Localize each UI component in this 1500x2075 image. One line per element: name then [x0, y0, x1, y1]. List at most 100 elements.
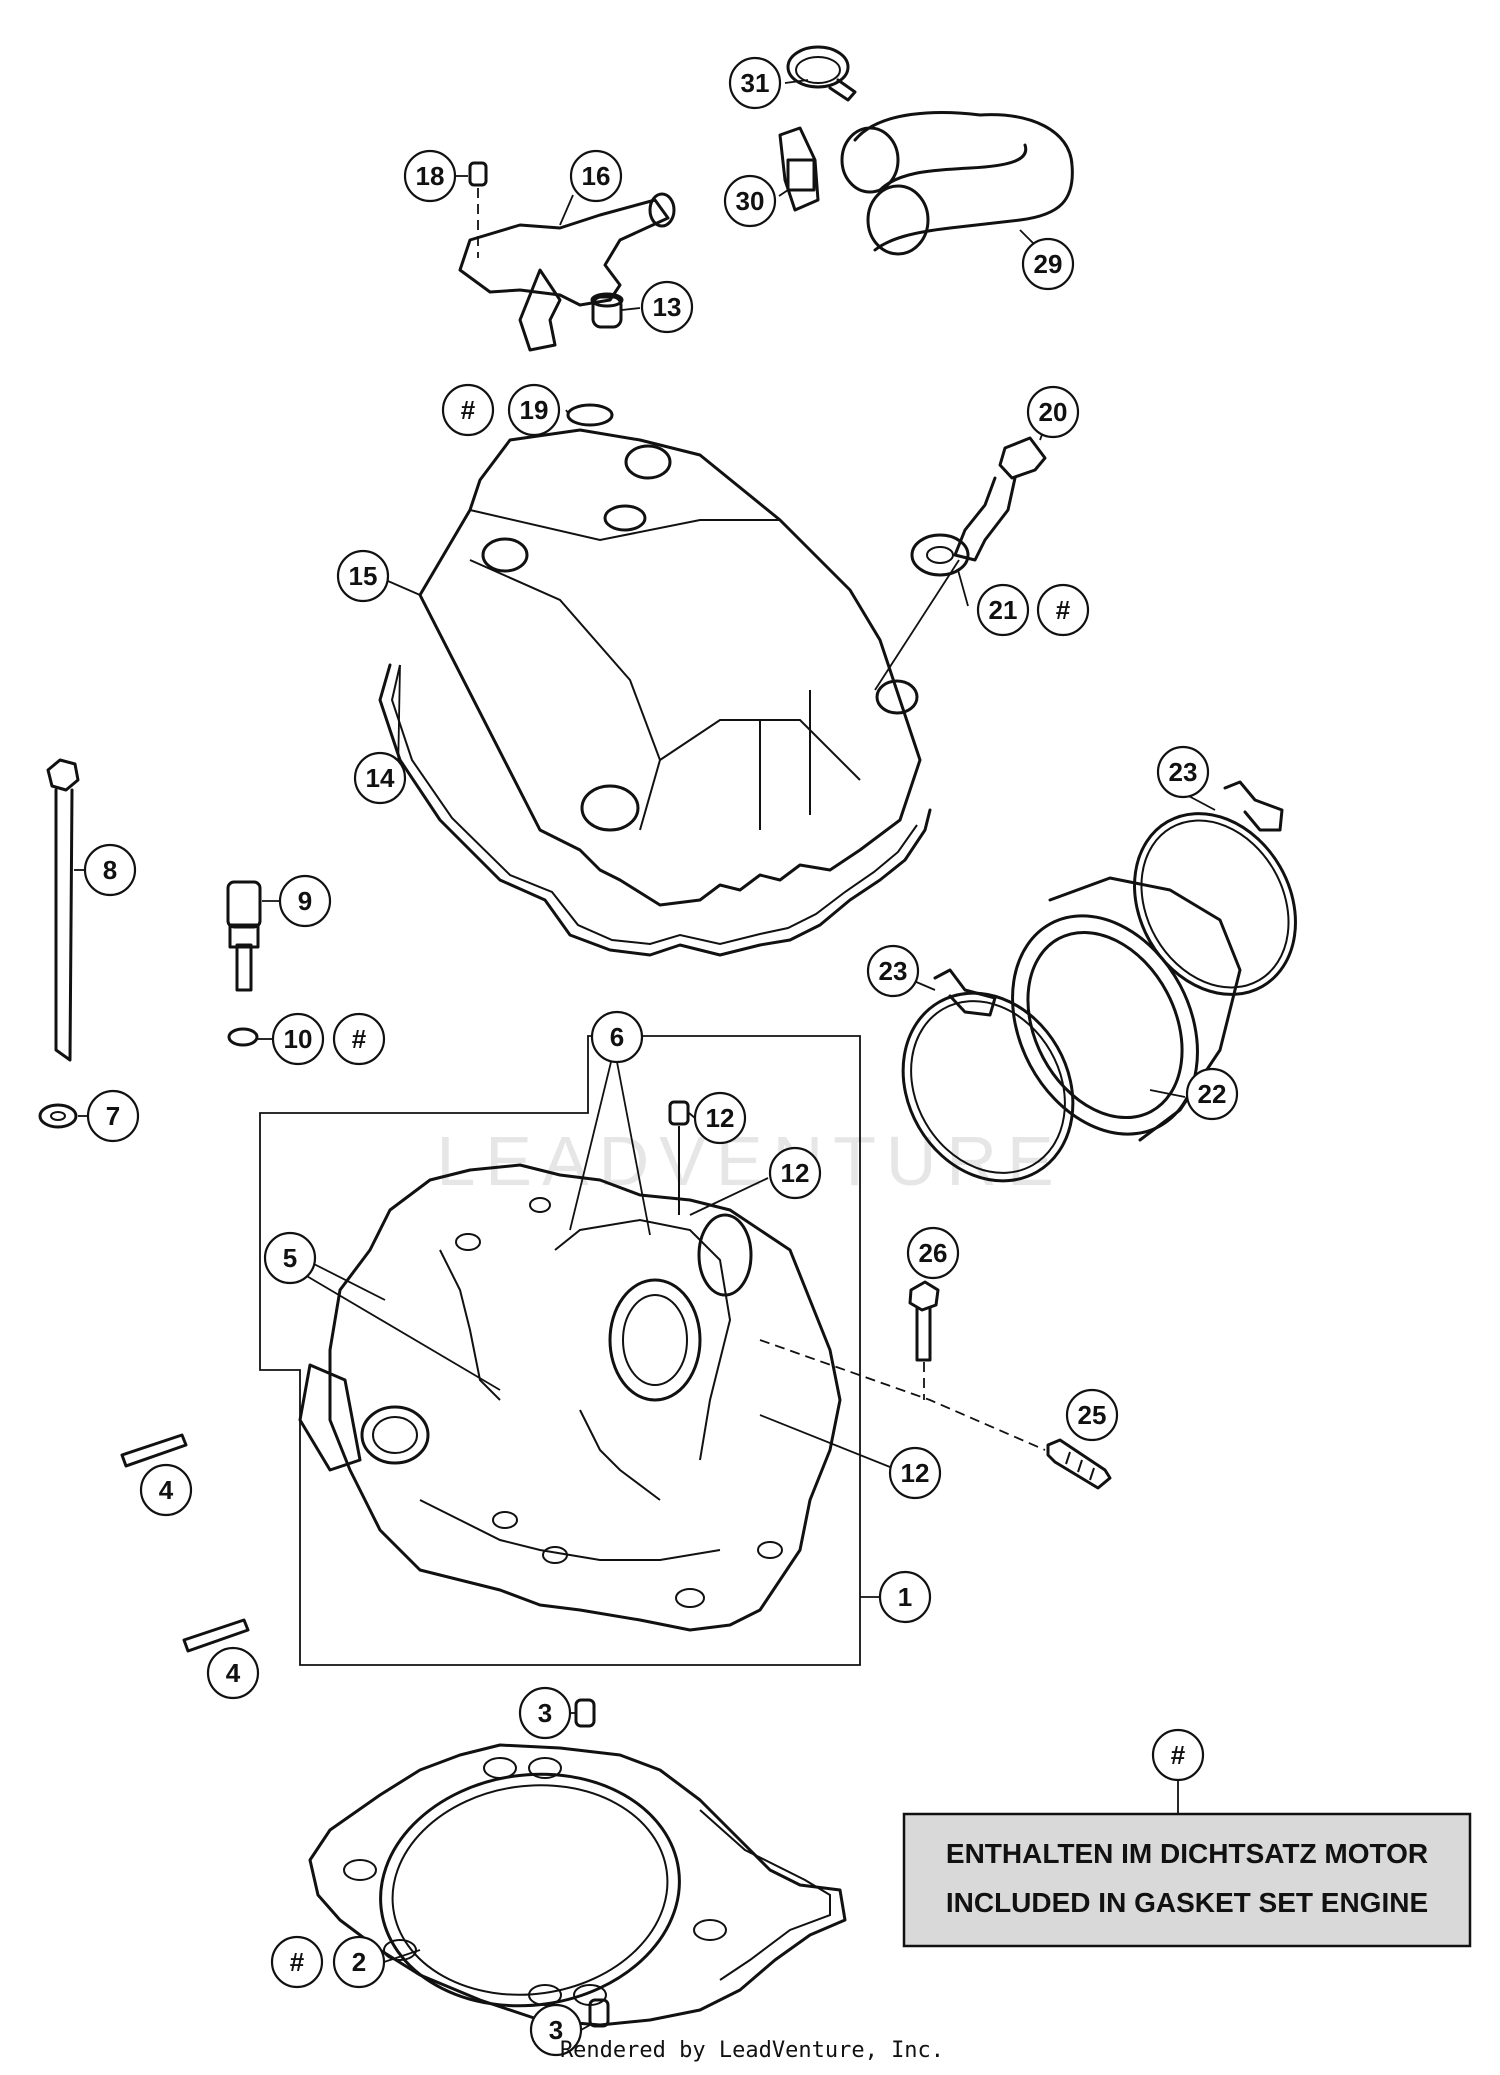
- legend-line-english: INCLUDED IN GASKET SET ENGINE: [946, 1887, 1428, 1918]
- part-intake-flange-22: [1011, 876, 1242, 1142]
- callout-15[interactable]: 15: [336, 549, 390, 603]
- part-dowel-pin-4-upper: [120, 1433, 188, 1468]
- callout-gasket-set-marker-21-label: #: [1056, 595, 1071, 625]
- watermark-text: LEADVENTURE: [436, 1122, 1063, 1200]
- callout-6[interactable]: 6: [590, 1010, 644, 1064]
- part-thermostat-housing-16: [458, 192, 676, 352]
- callout-31-label: 31: [741, 68, 770, 98]
- legend-box: [902, 1812, 1472, 1948]
- callout-18[interactable]: 18: [403, 149, 457, 203]
- part-sensor-30: [778, 126, 820, 212]
- watermark: LEADVENTURE: [436, 1122, 1063, 1200]
- callout-15-label: 15: [349, 561, 378, 591]
- callout-8[interactable]: 8: [83, 843, 137, 897]
- part-head-gasket-2: [308, 1743, 847, 2027]
- callout-26-label: 26: [919, 1238, 948, 1268]
- part-dowel-pin-4-lower: [182, 1618, 250, 1653]
- callout-16-label: 16: [582, 161, 611, 191]
- callout-26[interactable]: 26: [906, 1226, 960, 1280]
- callout-19[interactable]: 19: [507, 383, 561, 437]
- part-screw-26: [908, 1280, 940, 1362]
- callout-30[interactable]: 30: [723, 174, 777, 228]
- callout-23-upper[interactable]: 23: [1156, 745, 1210, 799]
- callout-20-label: 20: [1039, 397, 1068, 427]
- callout-22[interactable]: 22: [1185, 1067, 1239, 1121]
- callout-gasket-set-marker-10-label: #: [352, 1024, 367, 1054]
- callout-25-label: 25: [1078, 1400, 1107, 1430]
- part-washer-21: [910, 533, 970, 577]
- callout-21[interactable]: 21: [976, 583, 1030, 637]
- part-valve-cap-12-top: [668, 1100, 690, 1215]
- part-valve-cover-15: [418, 428, 922, 907]
- part-cylinder-head-1: [298, 1163, 842, 1632]
- callout-gasket-set-marker-legend-label: #: [1171, 1740, 1186, 1770]
- part-plug-13: [590, 292, 624, 329]
- part-dowel-3-upper: [574, 1698, 596, 1728]
- callout-16[interactable]: 16: [569, 149, 623, 203]
- callout-gasket-set-marker-2-label: #: [290, 1947, 305, 1977]
- callout-13-label: 13: [653, 292, 682, 322]
- callout-19-label: 19: [520, 395, 549, 425]
- callout-3-lower-label: 3: [549, 2015, 563, 2045]
- callout-10[interactable]: 10: [271, 1012, 325, 1066]
- part-hose-clamp-23-upper: [1133, 780, 1297, 996]
- part-nipple-25: [1046, 1438, 1112, 1490]
- callout-3-upper-label: 3: [538, 1698, 552, 1728]
- part-coolant-hose-29: [840, 111, 1074, 256]
- callout-7[interactable]: 7: [86, 1089, 140, 1143]
- callout-25[interactable]: 25: [1065, 1388, 1119, 1442]
- callout-5-label: 5: [283, 1243, 297, 1273]
- callout-31[interactable]: 31: [728, 56, 782, 110]
- footer-credit: Rendered by LeadVenture, Inc.: [560, 2038, 944, 2063]
- part-temperature-sensor-9: [226, 880, 262, 992]
- callout-10-label: 10: [284, 1024, 313, 1054]
- callout-23-upper-label: 23: [1169, 757, 1198, 787]
- part-bolt-20: [953, 436, 1047, 562]
- callout-12-top[interactable]: 12: [693, 1091, 747, 1145]
- callout-12-middle[interactable]: 12: [768, 1146, 822, 1200]
- callout-14[interactable]: 14: [353, 751, 407, 805]
- leader-lines: [74, 79, 1216, 1598]
- callout-12-middle-label: 12: [781, 1158, 810, 1188]
- assembly-frame: [259, 1035, 861, 1666]
- callout-gasket-set-marker-10[interactable]: #: [332, 1012, 386, 1066]
- callout-9[interactable]: 9: [278, 874, 332, 928]
- part-hose-clamp-31: [786, 45, 857, 102]
- callout-6-label: 6: [610, 1022, 624, 1052]
- part-valve-cover-gasket-14: [378, 663, 932, 957]
- callout-12-bottom-label: 12: [901, 1458, 930, 1488]
- callout-gasket-set-marker-19[interactable]: #: [441, 383, 495, 437]
- callout-4-lower[interactable]: 4: [206, 1646, 260, 1700]
- leader-3-lower: [580, 2024, 591, 2031]
- callout-2[interactable]: 2: [332, 1935, 386, 1989]
- callout-9-label: 9: [298, 886, 312, 916]
- part-hose-clamp-23-lower: [901, 968, 1075, 1183]
- callout-18-label: 18: [416, 161, 445, 191]
- callout-7-label: 7: [106, 1101, 120, 1131]
- callout-gasket-set-marker-21[interactable]: #: [1036, 583, 1090, 637]
- callout-29[interactable]: 29: [1021, 237, 1075, 291]
- part-washer-7: [38, 1103, 78, 1129]
- callout-gasket-set-marker-legend[interactable]: #: [1151, 1728, 1205, 1782]
- callout-gasket-set-marker-2[interactable]: #: [270, 1935, 324, 1989]
- callout-3-lower[interactable]: 3: [529, 2003, 583, 2057]
- callout-20[interactable]: 20: [1026, 385, 1080, 439]
- part-screw-18: [468, 161, 488, 258]
- callout-23-lower-label: 23: [879, 956, 908, 986]
- callout-5[interactable]: 5: [263, 1231, 317, 1285]
- callout-23-lower[interactable]: 23: [866, 944, 920, 998]
- callout-14-label: 14: [366, 763, 395, 793]
- callout-1[interactable]: 1: [878, 1570, 932, 1624]
- callout-12-bottom[interactable]: 12: [888, 1446, 942, 1500]
- gasket-set-legend: ENTHALTEN IM DICHTSATZ MOTOR INCLUDED IN…: [902, 1812, 1472, 1948]
- callout-3-upper[interactable]: 3: [518, 1686, 572, 1740]
- part-dowel-3-lower: [588, 1998, 610, 2028]
- leader-2: [383, 1949, 421, 1963]
- callout-gasket-set-marker-19-label: #: [461, 395, 476, 425]
- callout-4-upper[interactable]: 4: [139, 1463, 193, 1517]
- callout-29-label: 29: [1034, 249, 1063, 279]
- callout-21-label: 21: [989, 595, 1018, 625]
- legend-line-german: ENTHALTEN IM DICHTSATZ MOTOR: [946, 1838, 1428, 1869]
- callout-4-lower-label: 4: [226, 1658, 241, 1688]
- callout-13[interactable]: 13: [640, 280, 694, 334]
